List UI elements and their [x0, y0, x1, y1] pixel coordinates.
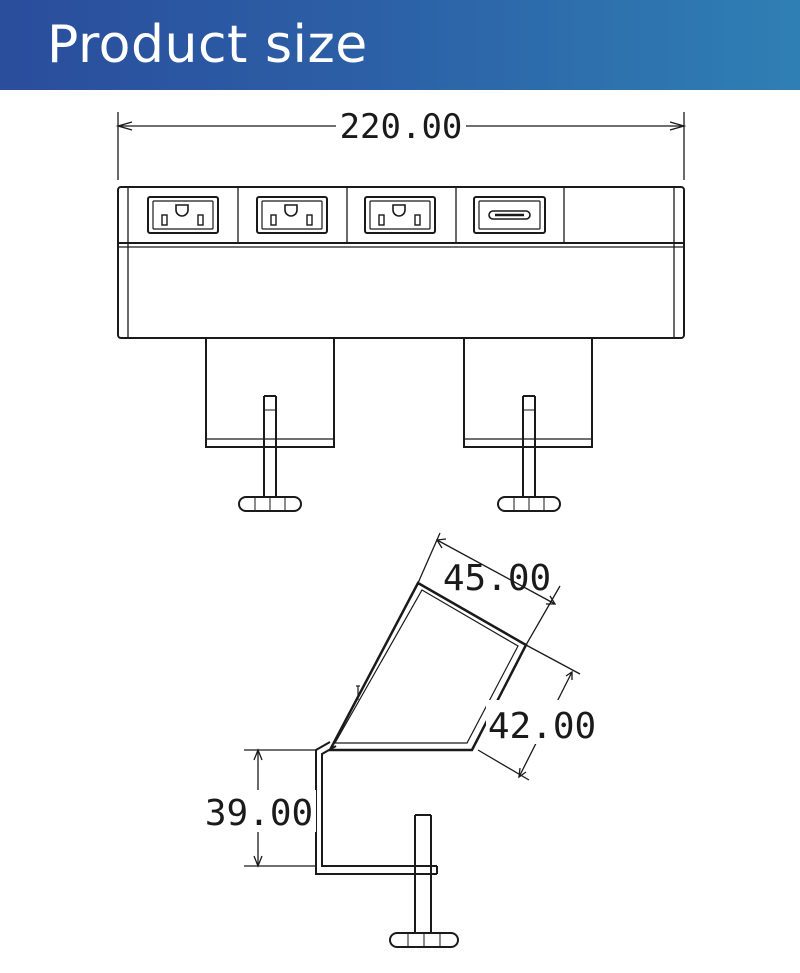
side-bracket [315, 741, 438, 875]
page-title: Product size [47, 15, 368, 75]
header-banner: Product size [0, 0, 800, 90]
face-height-dimension-label: 42.00 [488, 706, 596, 747]
us-outlet-icon [364, 196, 436, 234]
depth-dimension-label: 45.00 [443, 558, 551, 599]
technical-drawing: 220.00 [115, 107, 687, 948]
us-outlet-icon [147, 196, 219, 234]
power-strip-body [117, 186, 685, 339]
right-clamp [463, 338, 593, 512]
side-view: 45.00 42.00 39.00 [202, 532, 598, 948]
depth-dimension [417, 532, 561, 646]
width-dimension-label: 220.00 [340, 107, 463, 147]
us-outlet-icon [256, 196, 328, 234]
clamp-height-dimension-label: 39.00 [205, 793, 313, 834]
side-housing [327, 581, 528, 752]
usb-c-port-icon [473, 196, 546, 234]
front-view: 220.00 [115, 107, 687, 512]
left-clamp [205, 338, 335, 512]
side-clamp-screw [389, 814, 459, 948]
